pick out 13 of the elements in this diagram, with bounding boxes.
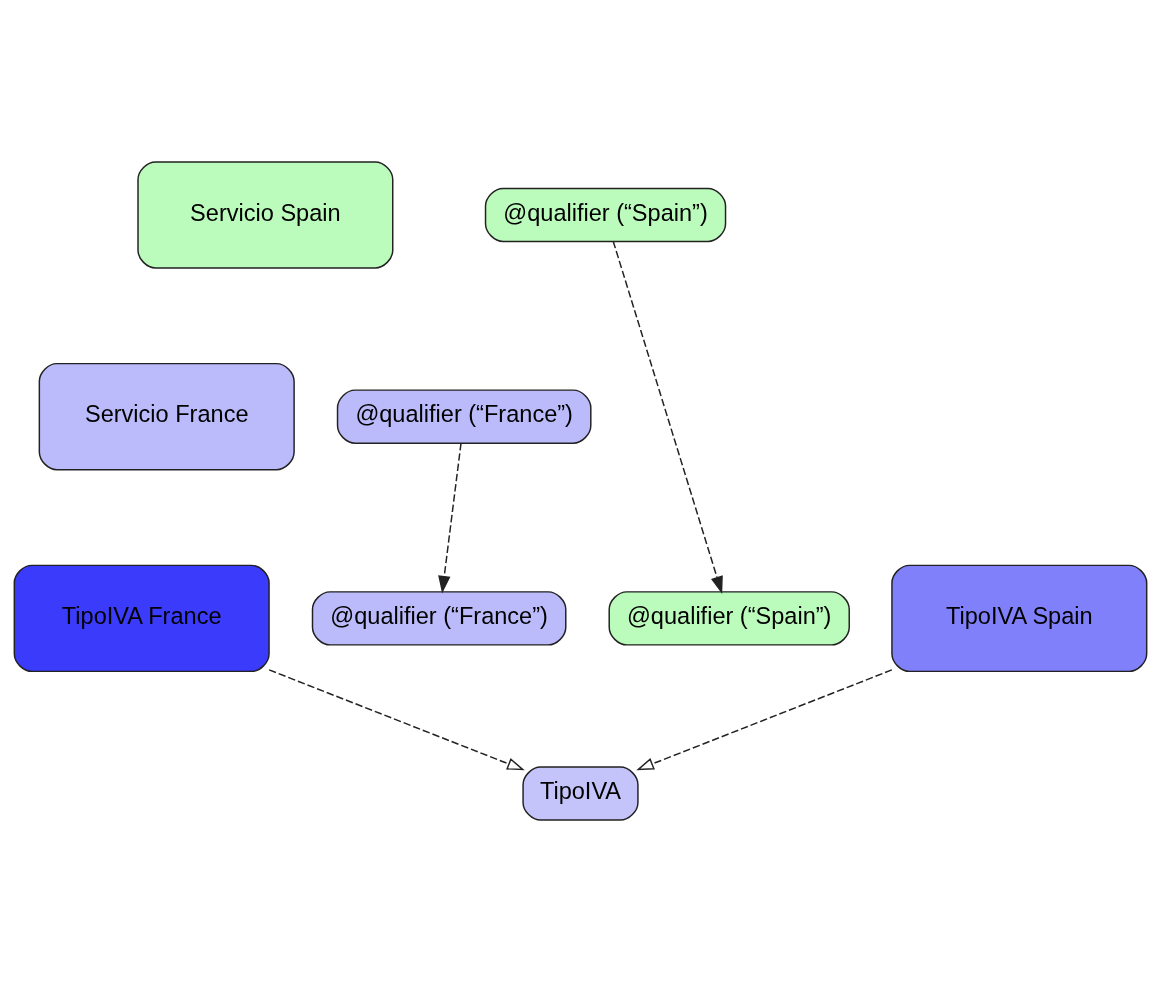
arrow [438, 442, 462, 593]
node-box: TipoIVA France [13, 564, 270, 672]
arrow [268, 668, 525, 770]
node-box: Servicio Spain [137, 160, 394, 269]
node-box: @qualifier (“France”) [336, 388, 592, 444]
node-box: TipoIVA [522, 765, 639, 821]
node-box: @qualifier (“Spain”) [484, 187, 727, 242]
arrow [636, 668, 893, 770]
node-box: Servicio France [38, 362, 295, 470]
node-box: TipoIVA Spain [891, 564, 1148, 672]
arrow [612, 240, 723, 594]
node-box: @qualifier (“France”) [311, 590, 567, 646]
node-box: @qualifier (“Spain”) [608, 590, 850, 646]
